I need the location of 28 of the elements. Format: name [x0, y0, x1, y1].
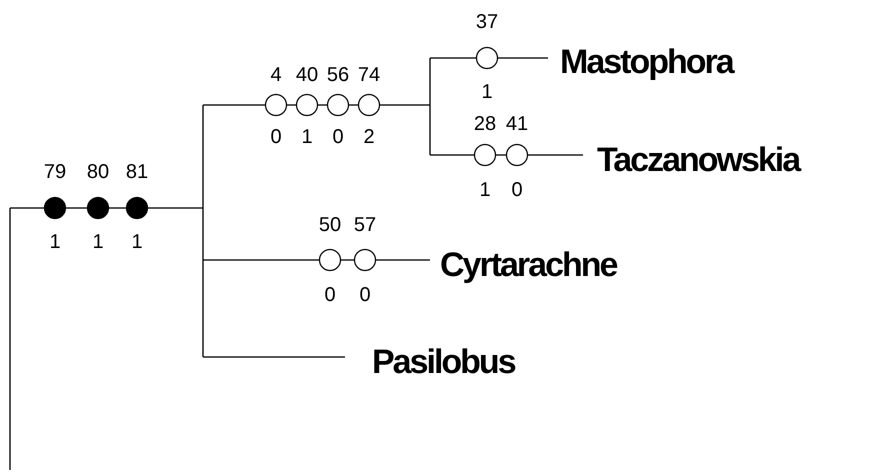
character-number: 1 [131, 232, 143, 252]
taxon-name: Pasilobus [372, 345, 515, 379]
character-number: 1 [479, 180, 491, 200]
character-number: 0 [332, 127, 344, 147]
character-number: 79 [44, 162, 66, 182]
character-number: 2 [363, 127, 375, 147]
character-number: 1 [301, 127, 313, 147]
character-number: 74 [358, 65, 380, 85]
character-number: 4 [270, 65, 282, 85]
character-number: 28 [474, 114, 496, 134]
character-number: 1 [481, 82, 493, 102]
character-number: 1 [92, 232, 104, 252]
character-number: 0 [359, 285, 371, 305]
character-number: 1 [49, 232, 61, 252]
character-number: 0 [270, 127, 282, 147]
taxon-name: Mastophora [560, 45, 733, 79]
character-number: 56 [326, 65, 350, 85]
character-number: 0 [511, 180, 523, 200]
taxon-name: Taczanowskia [597, 143, 800, 177]
character-number: 81 [126, 162, 148, 182]
taxon-name: Cyrtarachne [440, 248, 616, 282]
character-number: 40 [296, 65, 318, 85]
character-number: 37 [476, 12, 498, 32]
character-number: 41 [506, 114, 528, 134]
character-number: 57 [354, 215, 376, 235]
character-number: 0 [324, 285, 336, 305]
character-number: 80 [86, 162, 110, 182]
character-number: 50 [318, 215, 342, 235]
